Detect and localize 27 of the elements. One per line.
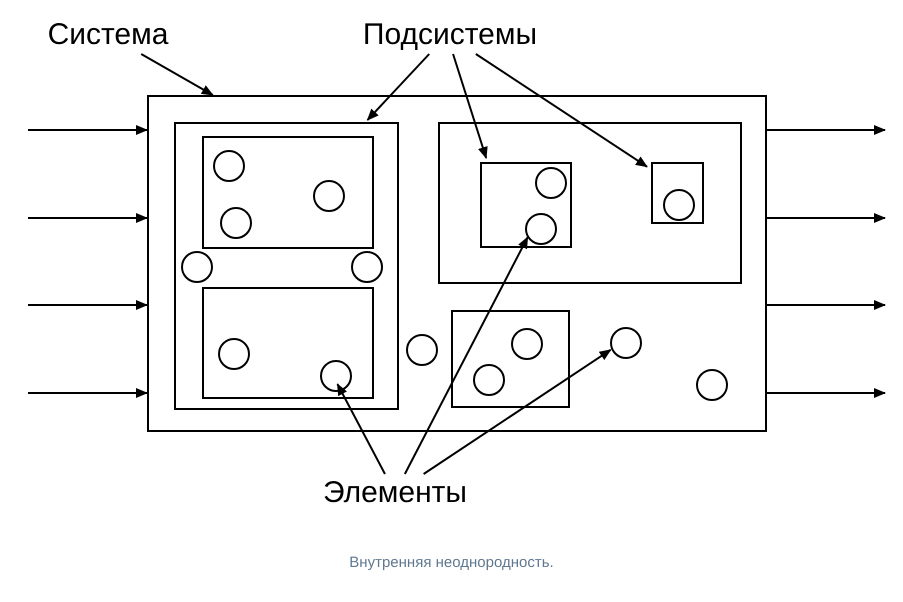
arrow — [28, 213, 148, 223]
arrow — [336, 383, 386, 474]
callout-label: Подсистемы — [362, 20, 538, 50]
arrow — [28, 125, 148, 135]
arrow — [423, 349, 612, 475]
arrow — [366, 53, 430, 121]
arrow — [767, 213, 886, 223]
subsystem-box — [480, 162, 572, 248]
subsystem-box — [451, 310, 570, 408]
callout-label: Система — [48, 20, 168, 50]
arrow — [767, 300, 886, 310]
arrow — [140, 53, 214, 96]
caption: Внутренняя неоднородность. — [348, 553, 555, 573]
subsystem-box — [202, 136, 374, 249]
subsystem-box — [147, 95, 767, 432]
arrow — [404, 236, 529, 474]
subsystem-box — [438, 122, 742, 284]
arrow — [475, 53, 648, 168]
subsystem-box — [651, 162, 704, 224]
arrow — [28, 388, 148, 398]
arrow — [767, 125, 886, 135]
callout-label: Элементы — [323, 478, 467, 508]
subsystem-box — [174, 122, 399, 410]
arrow — [28, 300, 148, 310]
arrow — [452, 54, 488, 159]
subsystem-box — [202, 287, 374, 399]
arrow — [767, 388, 886, 398]
